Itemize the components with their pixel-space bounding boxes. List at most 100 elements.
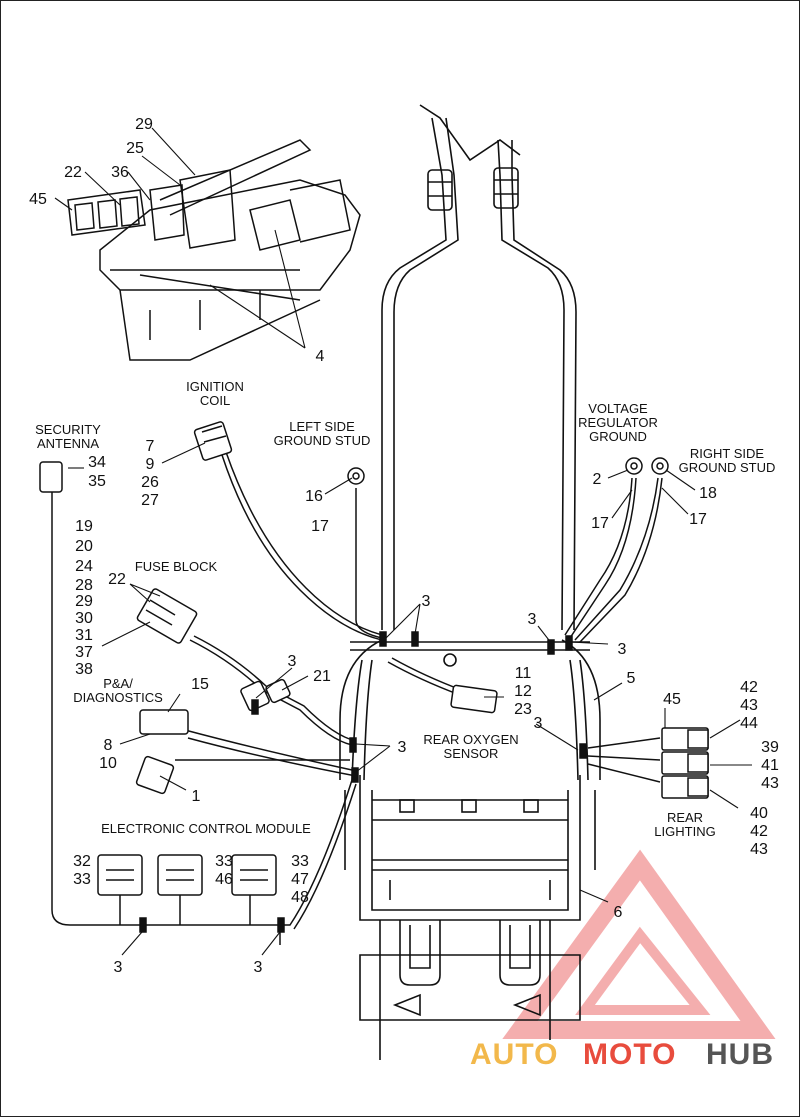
callout: 38 [75, 661, 93, 678]
callout: 35 [88, 473, 106, 490]
right-ground-label-1: RIGHT SIDE [690, 446, 764, 461]
callout: 47 [291, 871, 309, 888]
left-ground-label-1: LEFT SIDE [289, 419, 355, 434]
callout: 31 [75, 627, 93, 644]
callout: 8 [104, 737, 113, 754]
callout: 42 [740, 679, 758, 696]
callout: 3 [422, 593, 431, 610]
voltage-regulator-label-1: VOLTAGE [588, 401, 648, 416]
callout: 29 [75, 593, 93, 610]
watermark-text: AUTO MOTO HUB [470, 1038, 774, 1071]
callout: 17 [591, 515, 609, 532]
callout-numbers: 29 25 22 36 45 4 7 9 26 27 16 17 2 17 18… [29, 116, 779, 976]
rear-lighting-label-2: LIGHTING [654, 824, 715, 839]
callout: 4 [316, 348, 325, 365]
security-antenna-label-2: ANTENNA [37, 436, 99, 451]
callout: 3 [618, 641, 627, 658]
ecm-connectors [97, 854, 277, 896]
callout: 6 [614, 904, 623, 921]
callout: 1 [192, 788, 201, 805]
callout: 3 [398, 739, 407, 756]
fuse-block-label: FUSE BLOCK [135, 559, 218, 574]
leader-lines [54, 127, 752, 956]
ignition-coil-label-1: IGNITION [186, 379, 244, 394]
security-antenna-connector [39, 461, 63, 493]
callout: 3 [534, 715, 543, 732]
callout: 3 [288, 653, 297, 670]
callout: 44 [740, 715, 758, 732]
callout: 45 [29, 191, 47, 208]
callout: 11 [515, 665, 532, 682]
callout: 17 [311, 518, 329, 535]
callout: 21 [313, 668, 331, 685]
callout: 36 [111, 164, 129, 181]
callout: 3 [254, 959, 263, 976]
components [39, 421, 709, 933]
connector-21 [240, 680, 270, 712]
callout: 2 [593, 471, 602, 488]
callout: 3 [528, 611, 537, 628]
callout: 3 [114, 959, 123, 976]
callout: 39 [761, 739, 779, 756]
callout: 5 [627, 670, 636, 687]
callout: 33 [73, 871, 91, 888]
callout: 25 [126, 140, 144, 157]
callout: 23 [514, 701, 532, 718]
watermark-part-2: MOTO [583, 1038, 676, 1071]
callout: 12 [514, 683, 532, 700]
callout: 46 [215, 871, 233, 888]
security-antenna-label-1: SECURITY [35, 422, 101, 437]
callout: 7 [146, 438, 155, 455]
ecm-label: ELECTRONIC CONTROL MODULE [101, 821, 311, 836]
callout: 9 [146, 456, 155, 473]
callout: 27 [141, 492, 159, 509]
callout: 26 [141, 474, 159, 491]
callout: 24 [75, 558, 93, 575]
rear-oxygen-label-2: SENSOR [444, 746, 499, 761]
callout: 22 [108, 571, 126, 588]
left-ground-label-2: GROUND STUD [274, 433, 371, 448]
chassis-frame [344, 775, 596, 1060]
callout: 10 [99, 755, 117, 772]
callout: 43 [761, 775, 779, 792]
bracket-assembly [67, 139, 361, 361]
callout: 42 [750, 823, 768, 840]
ignition-coil-label-2: COIL [200, 393, 230, 408]
voltage-regulator-label-3: GROUND [589, 429, 647, 444]
callout: 41 [761, 757, 779, 774]
rear-lighting-connectors [661, 727, 709, 799]
callout: 33 [215, 853, 233, 870]
branch-wires [51, 451, 663, 945]
cable-ties [139, 631, 587, 933]
callout: 22 [64, 164, 82, 181]
callout: 32 [73, 853, 91, 870]
callout: 34 [88, 454, 106, 471]
callout: 20 [75, 538, 93, 555]
diagnostics-connector [139, 709, 189, 735]
callout: 29 [135, 116, 153, 133]
callout: 17 [689, 511, 707, 528]
callout: 30 [75, 610, 93, 627]
callout: 28 [75, 577, 93, 594]
right-ground-label-2: GROUND STUD [679, 460, 776, 475]
pa-diagnostics-label-1: P&A/ [103, 676, 133, 691]
callout: 18 [699, 485, 717, 502]
voltage-regulator-label-2: REGULATOR [578, 415, 658, 430]
watermark-part-1: AUTO [470, 1038, 558, 1071]
callout: 37 [75, 644, 93, 661]
callout: 43 [750, 841, 768, 858]
callout: 19 [75, 518, 93, 535]
connector-1 [135, 755, 175, 795]
rear-oxygen-label-1: REAR OXYGEN [423, 732, 518, 747]
callout: 45 [663, 691, 681, 708]
callout: 43 [740, 697, 758, 714]
rear-oxygen-connector [450, 684, 498, 714]
pa-diagnostics-label-2: DIAGNOSTICS [73, 690, 163, 705]
callout: 48 [291, 889, 309, 906]
callout: 33 [291, 853, 309, 870]
labels: IGNITION COIL LEFT SIDE GROUND STUD VOLT… [35, 379, 775, 839]
watermark-part-3: HUB [706, 1038, 774, 1071]
fuse-block-connector [136, 588, 198, 644]
callout: 16 [305, 488, 323, 505]
